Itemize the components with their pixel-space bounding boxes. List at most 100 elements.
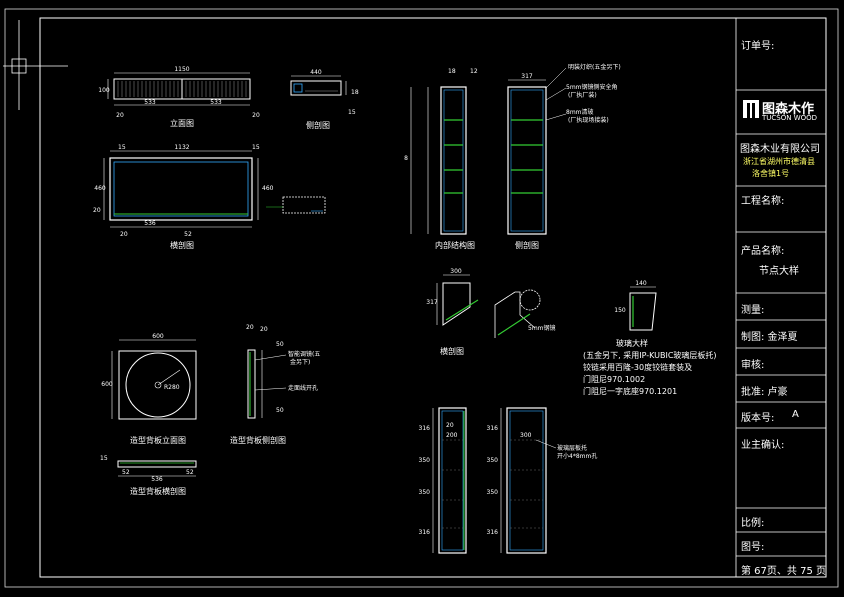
address-line-2: 洛舍镇1号 xyxy=(752,169,790,178)
dim-low-b: 350 xyxy=(419,457,431,464)
dim-inner-b: 12 xyxy=(470,68,478,75)
title-block-frame xyxy=(735,18,826,577)
dim-bottom-a: 15 xyxy=(100,455,108,462)
lower-cabinet-right-view: 316 350 350 316 300 玻璃层板托 开小4*8mm孔 xyxy=(487,407,597,554)
shaped-back-side-view: 20 20 50 50 智能调镜(五 金另下) 走面线开孔 造型背板侧剖图 xyxy=(230,324,320,445)
dim-low2-c: 350 xyxy=(487,489,499,496)
dim-glass-h: 150 xyxy=(614,307,626,314)
elevation-view: 1150 100 533 533 20 20 立面图 xyxy=(98,66,260,128)
product-name-label: 产品名称: xyxy=(741,246,785,257)
note-smart-mirror-2: 金另下) xyxy=(290,358,310,366)
label-cross-section: 横剖图 xyxy=(170,240,194,250)
note-glass-4: (厂执现场接装) xyxy=(568,116,609,124)
page-indicator: 第 67页、共 75 页 xyxy=(741,566,826,577)
label-shaped-back-elev: 造型背板立面图 xyxy=(130,435,186,445)
dim-round-w: 600 xyxy=(152,333,164,340)
dim-low-f: 200 xyxy=(446,432,458,439)
scale-label: 比例: xyxy=(741,518,765,529)
approver-label: 批准: 卢豪 xyxy=(741,387,788,398)
note-wire-hole: 走面线开孔 xyxy=(288,384,318,392)
dim-cross-tr: 15 xyxy=(252,144,260,151)
dim-low-d: 316 xyxy=(419,529,431,536)
glass-note-b: 铰链采用百隆-30度铰链套装及 xyxy=(583,362,692,372)
dim-glass-w: 140 xyxy=(635,280,647,287)
dim-cross-w: 1132 xyxy=(174,144,189,151)
shaped-back-cross-view: 15 52 536 52 造型背板横剖图 xyxy=(100,455,197,496)
dim-cross-tl: 15 xyxy=(118,144,126,151)
version-value: A xyxy=(792,409,799,420)
dim-low2-a: 316 xyxy=(487,425,499,432)
company-name: 图森木业有限公司 xyxy=(740,144,820,155)
inner-structure-view: 8 18 12 内部结构图 xyxy=(404,68,478,250)
dim-elev-b: 533 xyxy=(144,99,156,106)
cursor-crosshair-icon[interactable] xyxy=(3,20,68,110)
label-cross-section-mid: 横剖图 xyxy=(440,346,464,356)
dim-elev-d: 20 xyxy=(116,112,124,119)
dim-cross-mid-h: 317 xyxy=(426,299,438,306)
dim-elev-e: 20 xyxy=(252,112,260,119)
glass-detail-title: 玻璃大样 xyxy=(616,338,648,348)
dim-low2-b: 350 xyxy=(487,457,499,464)
note-smart-mirror-1: 智能调镜(五 xyxy=(288,350,320,358)
dim-low-e: 20 xyxy=(446,422,454,429)
glass-detail-view: 140 150 玻璃大样 (五金另下, 采用IP-KUBIC玻璃层板托) 铰链采… xyxy=(583,280,717,396)
note-five-mm-glass: 5mm钢镜 xyxy=(528,324,556,332)
cross-section-mid-view: 300 317 横剖图 5mm钢镜 xyxy=(426,268,555,356)
dim-cross-h: 460 xyxy=(94,185,106,192)
note-glass-1: 5mm钢镜侧安全角 xyxy=(566,83,618,91)
label-elevation: 立面图 xyxy=(170,118,194,128)
dim-side-w: 440 xyxy=(310,69,322,76)
dim-bottom-b: 52 xyxy=(122,469,130,476)
dim-elev-h: 100 xyxy=(98,87,110,94)
side-section-top-view: 440 18 15 侧剖图 xyxy=(290,69,359,130)
dim-elev-w: 1150 xyxy=(174,66,189,73)
brand-name-en: TUCSON WOOD xyxy=(762,114,818,122)
outer-border xyxy=(4,8,839,588)
note-lamp-groove: 明装灯织(五金另下) xyxy=(568,63,621,71)
dim-side-b: 18 xyxy=(351,89,359,96)
dim-cross-mid-w: 300 xyxy=(450,268,462,275)
side-section-mid-view: 317 明装灯织(五金另下) 5mm钢镜侧安全角 (厂执厂装) 8mm清玻 (厂… xyxy=(507,63,621,250)
label-inner-structure: 内部结构图 xyxy=(435,240,475,250)
label-side-section-top: 侧剖图 xyxy=(306,120,330,130)
brand-logo-icon xyxy=(743,100,759,118)
dim-cross-a: 20 xyxy=(93,207,101,214)
dim-bottom-w: 536 xyxy=(151,476,163,483)
dim-round-h: 600 xyxy=(101,381,113,388)
dim-side-mid-w: 317 xyxy=(521,73,533,80)
glass-note-c: 门阻尼970.1002 xyxy=(583,374,645,384)
dim-low2-e: 300 xyxy=(520,432,532,439)
label-side-section-mid: 侧剖图 xyxy=(515,240,539,250)
dim-cross-d: 20 xyxy=(120,231,128,238)
drawer-label: 制图: 金泽夏 xyxy=(741,332,798,343)
glass-note-d: 门阻尼一字底座970.1201 xyxy=(583,386,677,396)
brand-name-cn: 图森木作 xyxy=(762,102,815,117)
dim-back-a: 20 xyxy=(246,324,254,331)
dim-inner-total: 8 xyxy=(404,155,408,162)
label-shaped-back-cross: 造型背板横剖图 xyxy=(130,486,186,496)
inner-border xyxy=(39,17,827,578)
shaped-back-elevation-view: 600 600 R280 造型背板立面图 xyxy=(101,333,197,445)
cross-section-view: 15 1132 15 460 460 20 536 52 20 横剖图 xyxy=(93,144,326,250)
dim-side-c: 15 xyxy=(348,109,356,116)
dim-back-c: 50 xyxy=(276,341,284,348)
owner-confirm-label: 业主确认: xyxy=(741,440,785,451)
project-name-label: 工程名称: xyxy=(741,196,785,207)
dim-low-a: 316 xyxy=(419,425,431,432)
address-line-1: 浙江省湖州市德清县 xyxy=(743,157,815,166)
product-name-value: 节点大样 xyxy=(759,266,799,277)
dim-cross-hr: 460 xyxy=(262,185,274,192)
note-glass-3: 8mm清玻 xyxy=(566,108,594,116)
dim-elev-c: 533 xyxy=(210,99,222,106)
dim-cross-b: 536 xyxy=(144,220,156,227)
dim-back-d: 50 xyxy=(276,407,284,414)
version-label: 版本号: xyxy=(741,413,775,424)
dim-low2-d: 316 xyxy=(487,529,499,536)
measure-label: 测量: xyxy=(741,305,765,316)
note-glass-2: (厂执厂装) xyxy=(568,91,597,99)
dim-back-b: 20 xyxy=(260,326,268,333)
drawing-no-label: 图号: xyxy=(741,542,765,553)
note-glass-shelf-2: 开小4*8mm孔 xyxy=(557,452,597,460)
note-glass-shelf-1: 玻璃层板托 xyxy=(557,444,587,452)
